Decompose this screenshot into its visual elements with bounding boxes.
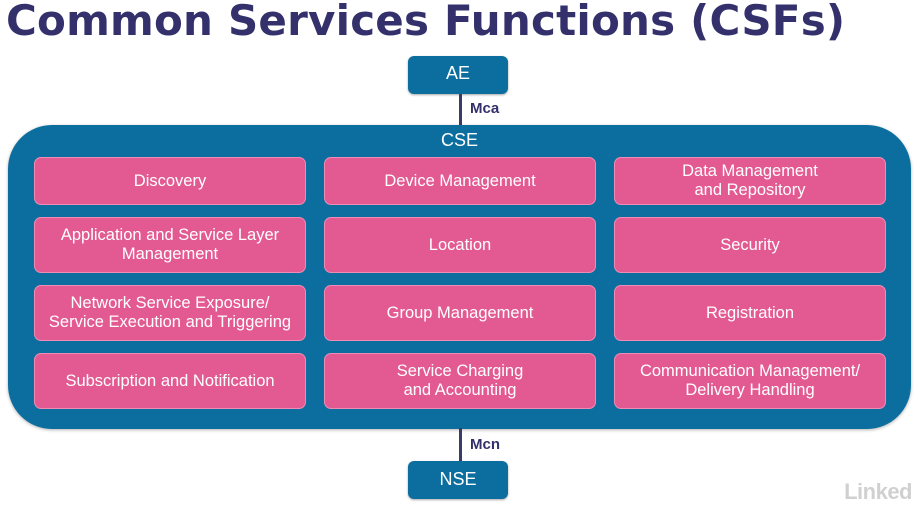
nse-node: NSE [408,461,508,499]
csf-location: Location [324,217,596,273]
mca-connector [459,94,462,126]
csf-security: Security [614,217,886,273]
csf-app-service-layer-management: Application and Service Layer Management [34,217,306,273]
page-title: Common Services Functions (CSFs) [6,0,846,45]
ae-node: AE [408,56,508,94]
linkedin-watermark: Linked [844,479,912,504]
csf-subscription-notification: Subscription and Notification [34,353,306,409]
mcn-label: Mcn [470,436,500,453]
mcn-connector [459,428,462,462]
csf-registration: Registration [614,285,886,341]
csf-group-management: Group Management [324,285,596,341]
mca-label: Mca [470,100,500,117]
csf-service-charging: Service Charging and Accounting [324,353,596,409]
csf-network-service-exposure: Network Service Exposure/ Service Execut… [34,285,306,341]
csf-grid: Discovery Device Management Data Managem… [34,157,886,409]
cse-container: CSE Discovery Device Management Data Man… [8,125,911,429]
csf-data-management: Data Management and Repository [614,157,886,205]
csf-device-management: Device Management [324,157,596,205]
cse-label: CSE [440,130,478,150]
csf-communication-management: Communication Management/ Delivery Handl… [614,353,886,409]
csf-discovery: Discovery [34,157,306,205]
